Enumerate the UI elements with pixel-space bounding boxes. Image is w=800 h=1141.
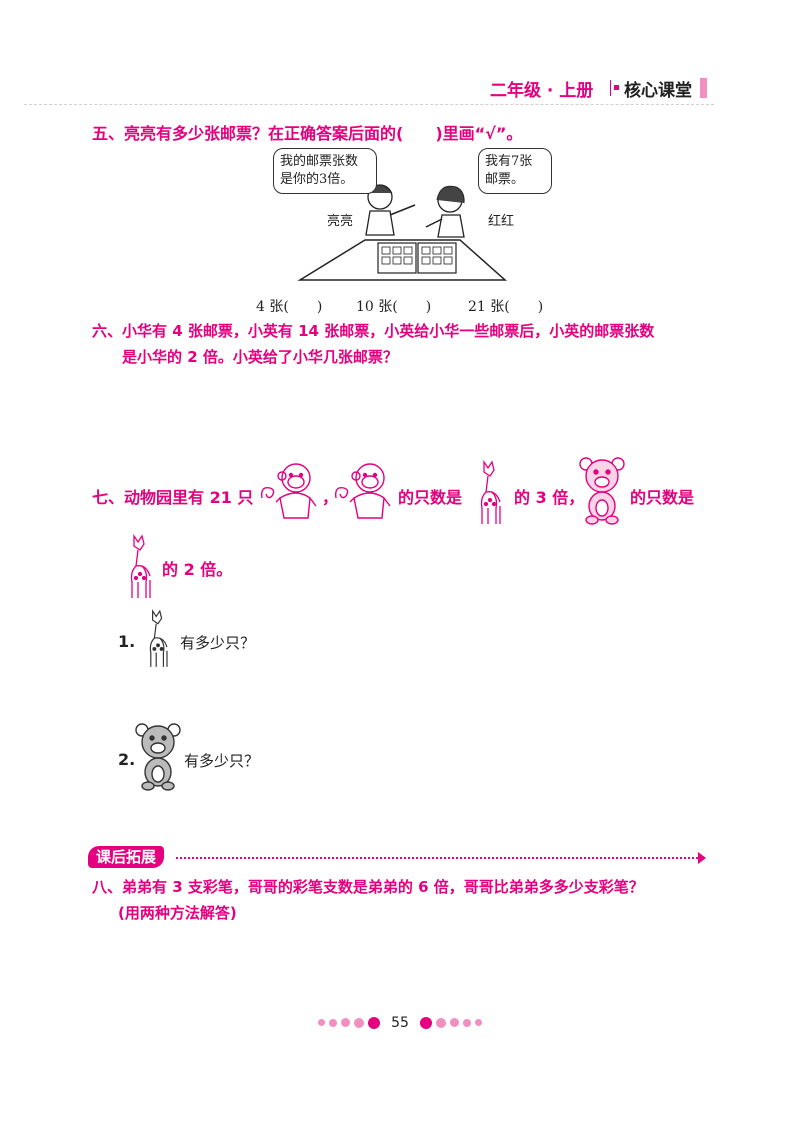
question-7-part4: 的只数是 — [630, 488, 695, 507]
question-6-line2: 是小华的 2 倍。小英给了小华几张邮票？ — [122, 348, 398, 366]
question-8-line1: 八、弟弟有 3 支彩笔，哥哥的彩笔支数是弟弟的 6 倍，哥哥比弟弟多多少支彩笔？ — [92, 878, 644, 896]
sub-question-2-text: 有多少只？ — [184, 752, 260, 770]
question-7-comma: ， — [322, 488, 339, 507]
choice-21[interactable]: 21 张( ) — [468, 299, 544, 315]
stamp-illustration — [270, 145, 530, 285]
extension-dotted-line — [176, 857, 698, 859]
header-divider — [610, 80, 619, 96]
arrow-right-icon — [698, 852, 706, 864]
question-7-part1: 七、动物园里有 21 只 — [92, 488, 254, 507]
question-7-part3: 的 3 倍， — [514, 488, 585, 507]
question-7-part2: 的只数是 — [398, 488, 463, 507]
extension-banner: 课后拓展 — [88, 846, 714, 870]
bubble-right-line2: 邮票。 — [485, 172, 525, 187]
bubble-right-line1: 我有7张 — [485, 154, 533, 169]
name-liangliang: 亮亮 — [327, 214, 354, 229]
name-honghong: 红红 — [488, 214, 515, 229]
header-series: 核心课堂 — [624, 81, 692, 101]
header-grade: 二年级 · 上册 — [490, 81, 594, 101]
speech-bubble-liangliang: 我的邮票张数 是你的3倍。 — [273, 148, 377, 194]
sub-question-2-number: 2. — [118, 750, 136, 769]
children-with-stamp-album-icon — [297, 184, 507, 281]
question-5: 五、亮亮有多少张邮票？在正确答案后面的( )里画“√”。 — [92, 124, 523, 143]
question-6-line1: 六、小华有 4 张邮票，小英有 14 张邮票，小英给小华一些邮票后，小英的邮票张… — [92, 322, 655, 340]
deer-icon — [120, 532, 160, 602]
extension-title: 课后拓展 — [88, 846, 165, 868]
speech-bubble-honghong: 我有7张 邮票。 — [478, 148, 552, 194]
bubble-left-line1: 我的邮票张数 — [280, 154, 359, 169]
page-footer: 55 — [316, 1012, 496, 1032]
question-8-line2: (用两种方法解答) — [118, 904, 237, 922]
deer-icon — [470, 458, 510, 528]
sub-question-1-text: 有多少只？ — [180, 634, 256, 652]
page-header: 二年级 · 上册 核心课堂 — [490, 74, 730, 102]
choice-10[interactable]: 10 张( ) — [356, 299, 432, 315]
deer-icon — [140, 604, 176, 674]
bubble-left-line2: 是你的3倍。 — [280, 172, 354, 187]
sub-question-1-number: 1. — [118, 632, 136, 651]
header-rule — [24, 104, 714, 106]
question-7-line2: 的 2 倍。 — [162, 560, 233, 579]
page-number: 55 — [391, 1014, 409, 1031]
bear-icon — [134, 722, 182, 792]
header-bar — [700, 78, 707, 98]
monkey-icon — [258, 458, 320, 524]
monkey-icon — [332, 458, 394, 524]
choice-4[interactable]: 4 张( ) — [256, 299, 323, 315]
bear-icon — [578, 456, 626, 526]
